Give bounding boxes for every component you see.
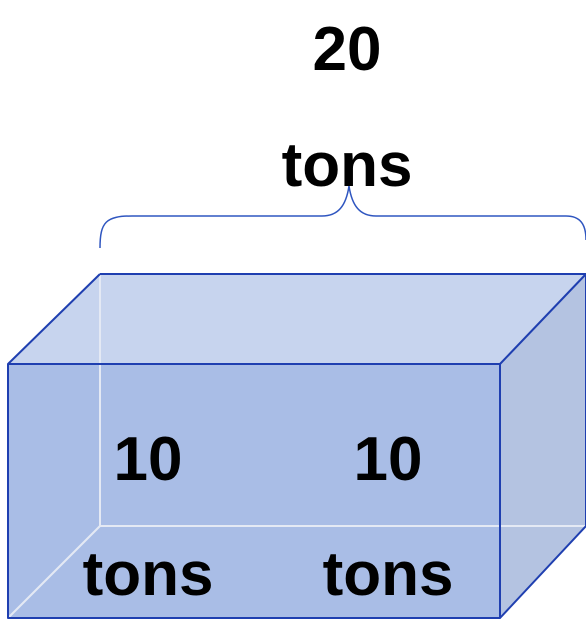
right-label-number: 10	[354, 425, 423, 494]
right-label-unit: tons	[323, 540, 454, 609]
left-label-unit: tons	[83, 540, 214, 609]
left-label-number: 10	[114, 425, 183, 494]
box-top-face	[8, 274, 586, 364]
box-edges	[7, 273, 586, 619]
box-side-face	[500, 274, 586, 618]
box-hidden-edges	[7, 274, 586, 619]
box-front-face	[8, 364, 500, 618]
top-label-number: 20	[313, 15, 382, 84]
brace-icon	[99, 185, 586, 249]
top-label-unit: tons	[282, 131, 413, 200]
